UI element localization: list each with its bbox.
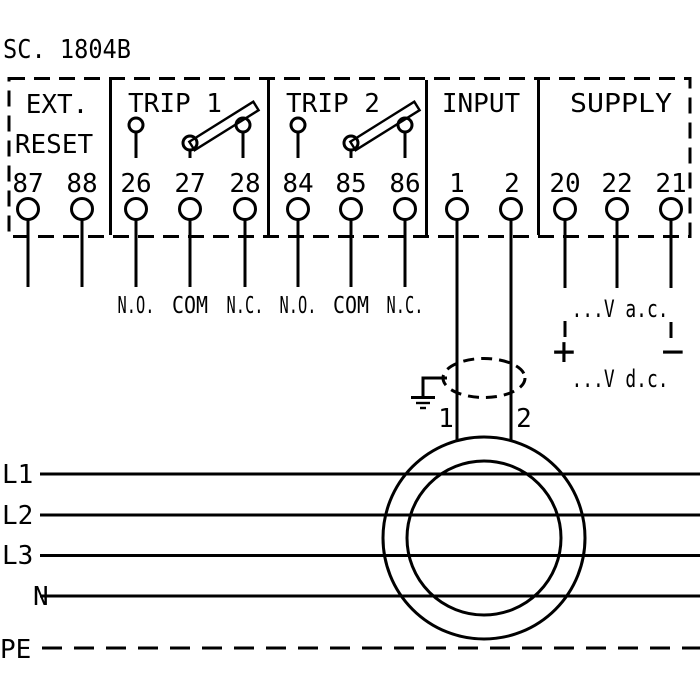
terminal-number-86: 86 (389, 169, 420, 199)
terminal-circle-input-2 (499, 197, 523, 221)
terminal-number-2: 2 (504, 169, 520, 199)
terminal-number-1: 1 (449, 169, 465, 199)
section-label-ext: EXT. (26, 90, 89, 120)
terminal-circle-27 (178, 197, 202, 221)
conductor-label-l3: L3 (2, 541, 33, 571)
terminal-number-27: 27 (174, 169, 205, 199)
terminal-number-88: 88 (66, 169, 97, 199)
terminal-circle-28 (233, 197, 257, 221)
section-label-supply: SUPPLY (570, 89, 672, 119)
trip2-contact-lever-icon (348, 100, 422, 152)
terminal-circle-85 (339, 197, 363, 221)
contact-label-trip1-com: COM (172, 293, 208, 319)
toroid-inner-circle (405, 459, 563, 617)
terminal-number-22: 22 (601, 169, 632, 199)
toroid-outer-circle (381, 435, 587, 641)
plus-icon: + (553, 329, 576, 373)
conductor-label-l2: L2 (2, 501, 33, 531)
contact-label-trip1-no: N.O. (118, 293, 155, 319)
ct-wire-label-1: 1 (438, 404, 454, 434)
ct-wire-label-2: 2 (516, 404, 532, 434)
terminal-circle-88 (70, 197, 94, 221)
conductor-label-n: N (33, 582, 49, 612)
terminal-circle-26 (124, 197, 148, 221)
trip1-contact-lever-icon (187, 100, 261, 152)
cable-screen-ellipse (441, 357, 527, 399)
terminal-circle-84 (286, 197, 310, 221)
terminal-circle-20 (553, 197, 577, 221)
terminal-circle-21 (659, 197, 683, 221)
contact-label-trip1-nc: N.C. (227, 293, 264, 319)
terminal-number-85: 85 (335, 169, 366, 199)
terminal-circle-input-1 (445, 197, 469, 221)
terminal-number-87: 87 (12, 169, 43, 199)
conductor-label-l1: L1 (2, 460, 33, 490)
contact-label-trip2-com: COM (333, 293, 369, 319)
terminal-number-20: 20 (549, 169, 580, 199)
terminal-number-84: 84 (282, 169, 313, 199)
section-label-trip1: TRIP 1 (128, 89, 222, 119)
conductor-label-pe: PE (0, 635, 31, 665)
diagram-title: SC. 1804B (3, 35, 131, 65)
section-label-trip2: TRIP 2 (286, 89, 380, 119)
terminal-number-28: 28 (229, 169, 260, 199)
terminal-number-26: 26 (120, 169, 151, 199)
trip1-contact-symbol (127, 100, 261, 158)
terminal-circle-22 (605, 197, 629, 221)
terminal-circle-87 (16, 197, 40, 221)
supply-dc-label: ...V d.c. (572, 365, 669, 393)
terminal-circle-86 (393, 197, 417, 221)
earth-ground-icon (411, 376, 447, 410)
trip2-no-contact-icon (289, 116, 307, 134)
trip1-no-contact-icon (127, 116, 145, 134)
section-label-reset: RESET (15, 130, 94, 160)
contact-label-trip2-nc: N.C. (387, 293, 424, 319)
terminal-number-21: 21 (655, 169, 686, 199)
trip2-contact-symbol (289, 100, 422, 158)
contact-label-trip2-no: N.O. (280, 293, 317, 319)
minus-icon: − (662, 329, 685, 373)
section-label-input: INPUT (442, 89, 521, 119)
supply-ac-label: ...V a.c. (572, 295, 669, 323)
